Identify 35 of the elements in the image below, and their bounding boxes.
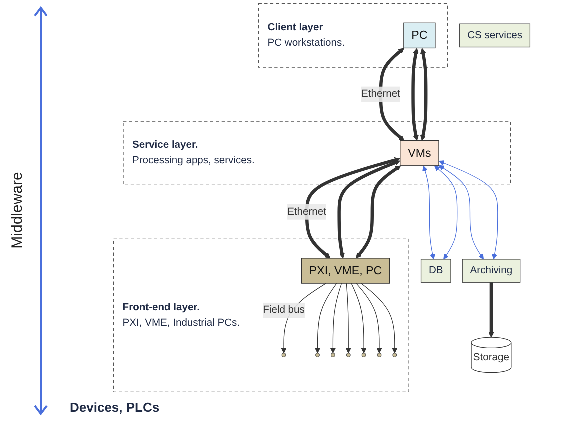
- arrow: [351, 283, 367, 354]
- arrow: [356, 283, 382, 354]
- node-circle: [346, 352, 351, 358]
- node-box: PXI, VME, PC: [301, 258, 390, 284]
- arrow: [420, 48, 428, 142]
- arrow: [305, 158, 400, 259]
- arrow: [314, 283, 338, 354]
- node-box: VMs: [400, 140, 440, 166]
- arrow: [438, 160, 498, 260]
- arrow: [346, 283, 352, 354]
- node-box: PC: [404, 22, 436, 49]
- arrow: [330, 283, 342, 354]
- arrow: [379, 48, 405, 142]
- edge-label: Field bus: [263, 304, 305, 316]
- edge-label: Ethernet: [362, 88, 400, 100]
- node-circle: [316, 352, 320, 358]
- span-label: Middleware: [8, 172, 26, 248]
- node-circle: [377, 352, 382, 358]
- node-circle: [330, 352, 336, 358]
- arrow: [438, 165, 484, 260]
- node-circle: [362, 352, 366, 358]
- node-box: Archiving: [462, 259, 521, 283]
- node-box: DB: [420, 259, 452, 283]
- arrow: [361, 283, 398, 354]
- arrow: [488, 282, 494, 338]
- node-circle: [282, 352, 286, 358]
- edge-label: Ethernet: [288, 206, 326, 218]
- arrow: [356, 166, 402, 259]
- arrow: [412, 48, 419, 142]
- layer-label: Devices, PLCs: [70, 400, 160, 415]
- node-circle: [392, 352, 398, 358]
- node-box: CS services: [460, 24, 531, 48]
- arrow: [338, 160, 400, 259]
- arrow: [434, 166, 458, 260]
- arrow: [422, 166, 436, 260]
